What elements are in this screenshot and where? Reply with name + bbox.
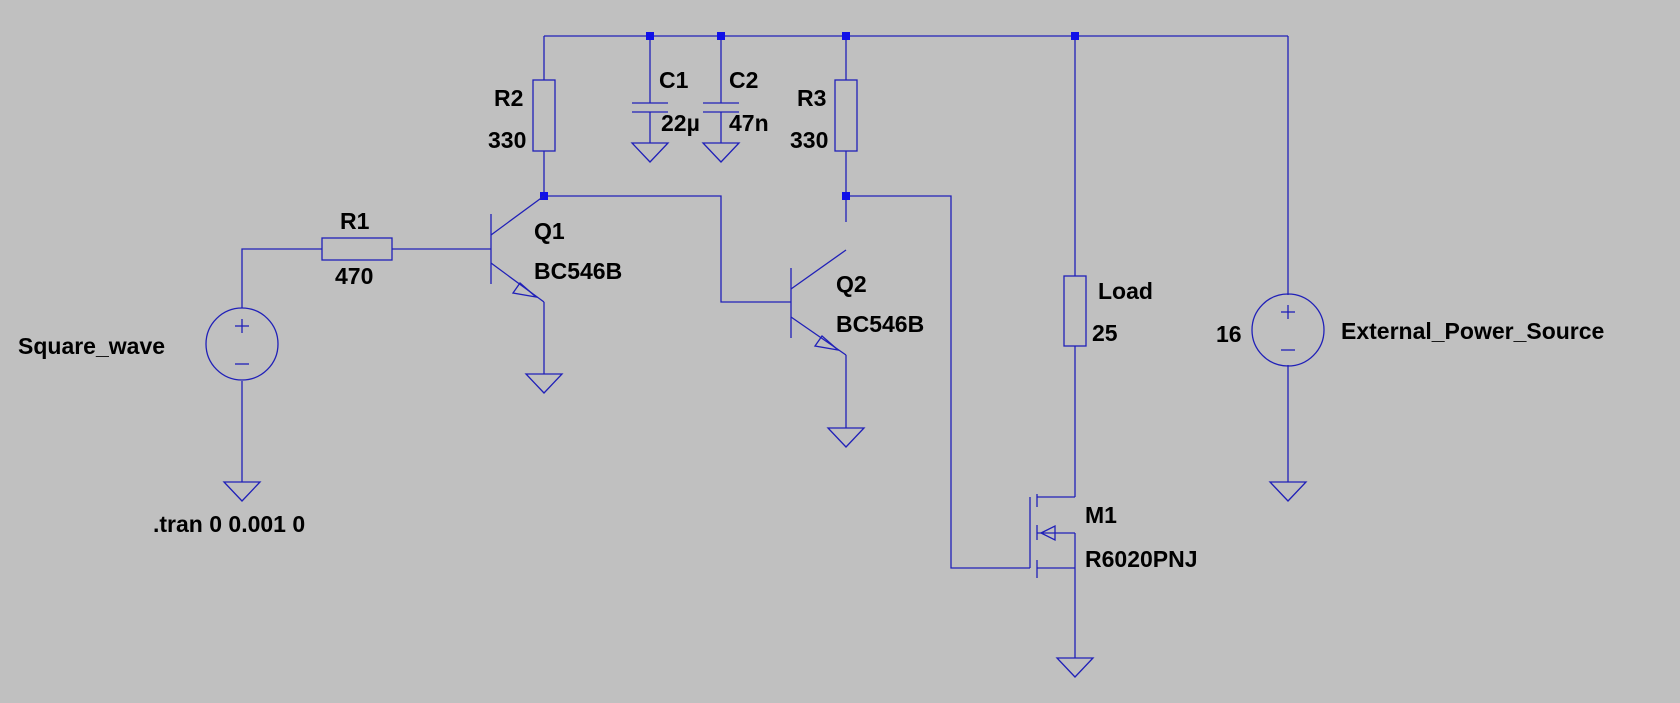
junction-dot [842,192,850,200]
q2-value-label: BC546B [836,311,924,337]
m1-value-label: R6020PNJ [1085,546,1198,572]
ground-icon [826,427,866,448]
ground-icon [701,142,741,163]
junction-dot [1071,32,1079,40]
ground-icon [222,481,262,502]
wires [241,35,1289,658]
ground-icon [1268,481,1308,502]
square-wave-source-label: Square_wave [18,333,165,359]
load-value-label: 25 [1092,320,1118,346]
m1-ref-label: M1 [1085,502,1117,528]
c1-value-label: 22µ [661,110,700,136]
resistor-r3[interactable] [834,79,858,152]
mosfet-m1[interactable] [1029,494,1076,578]
junction-dot [646,32,654,40]
capacitor-c2[interactable] [703,102,739,143]
external-power-voltage-source[interactable] [1251,293,1325,367]
load-ref-label: Load [1098,278,1153,304]
r1-value-label: 470 [335,263,373,289]
r2-ref-label: R2 [494,85,523,111]
c2-ref-label: C2 [729,67,758,93]
square-wave-voltage-source[interactable] [205,307,279,381]
c2-value-label: 47n [729,110,769,136]
junction-dot [842,32,850,40]
r3-value-label: 330 [790,127,828,153]
external-source-value-label: 16 [1216,321,1242,347]
wire-q2-collector-to-m1-gate [846,195,1030,569]
r3-ref-label: R3 [797,85,826,111]
c1-ref-label: C1 [659,67,689,93]
q2-ref-label: Q2 [836,271,867,297]
ground-icon [630,142,670,163]
ground-icon [1055,657,1095,678]
resistor-r1[interactable] [321,237,393,261]
ground-icon [524,373,564,394]
wire-source-to-r1 [241,248,322,308]
r2-value-label: 330 [488,127,526,153]
junctions [540,32,1079,200]
junction-dot [717,32,725,40]
external-source-ref-label: External_Power_Source [1341,318,1604,344]
resistor-load[interactable] [1063,275,1087,347]
q1-value-label: BC546B [534,258,622,284]
wire-q1-collector-to-q2-base [544,195,791,303]
resistor-r2[interactable] [532,79,556,152]
transistor-q1[interactable] [490,195,545,303]
transistor-q2[interactable] [790,249,847,356]
r1-ref-label: R1 [340,208,370,234]
q1-ref-label: Q1 [534,218,565,244]
capacitor-c1[interactable] [632,102,668,143]
spice-directive-tran[interactable]: .tran 0 0.001 0 [153,511,305,537]
